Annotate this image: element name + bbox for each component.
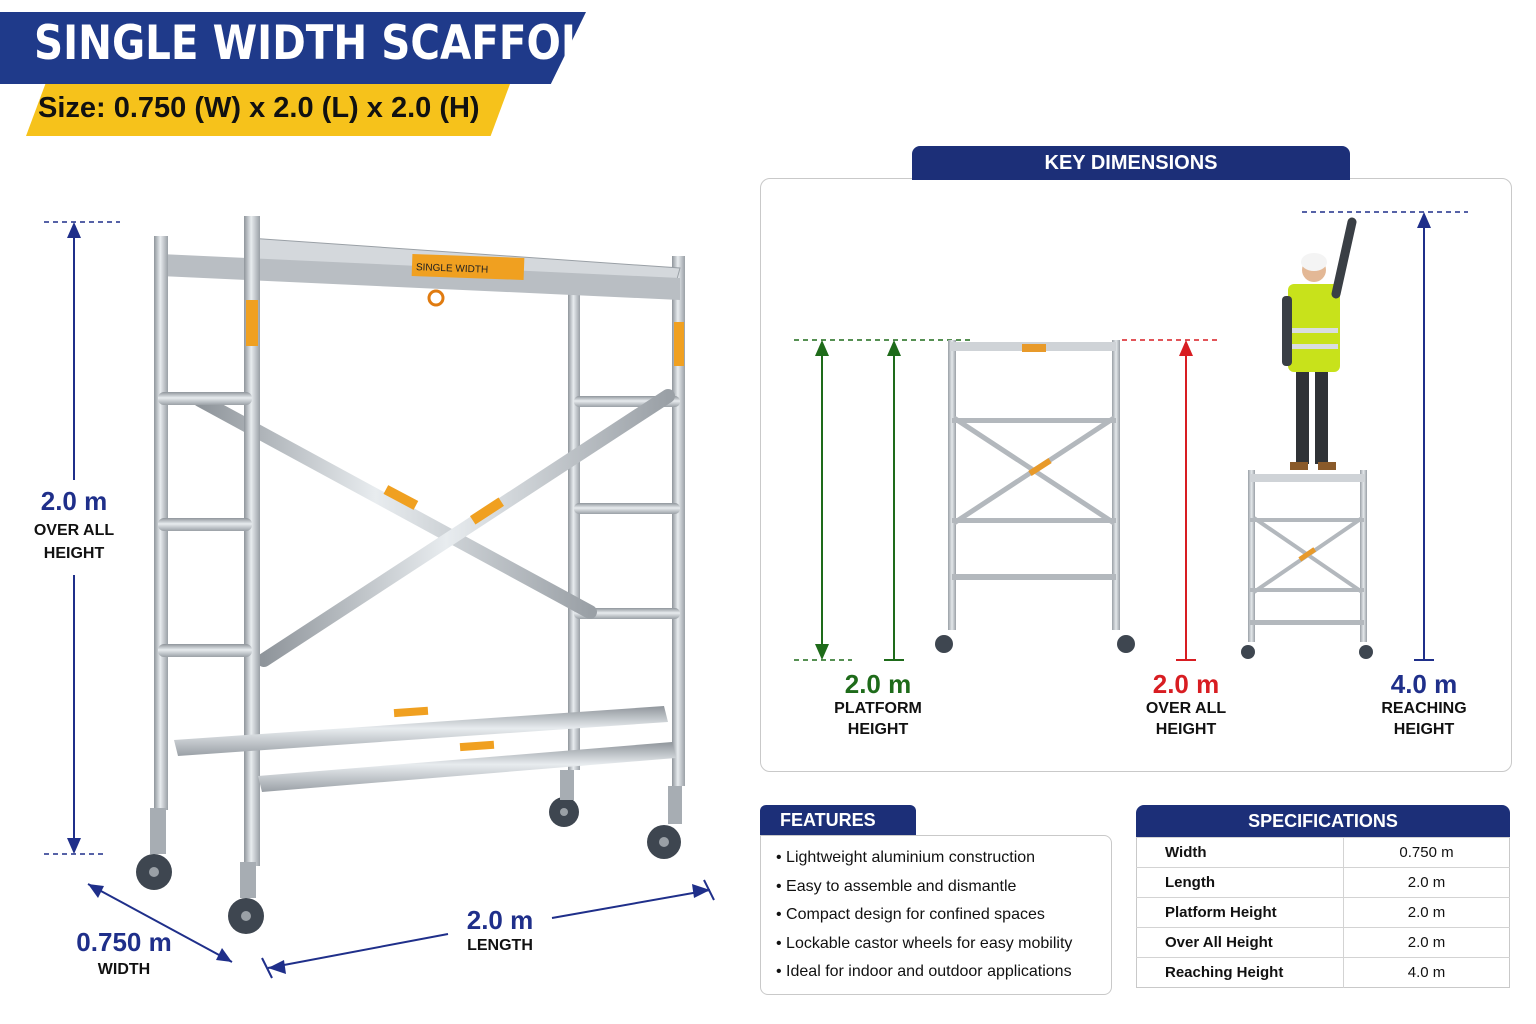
spec-value: 0.750 m [1343,837,1510,868]
platform-height-value: 2.0 m [844,669,912,699]
feature-item: • Ideal for indoor and outdoor applicati… [776,963,1072,981]
width-value: 0.750 m [76,927,172,957]
scaffold-front-view [935,340,1135,653]
spec-key: Reaching Height [1136,957,1344,988]
platform-sticker: SINGLE WIDTH [416,262,489,276]
height-dimension-line [44,221,120,855]
key-dimensions-panel [760,178,1512,772]
length-value: 2.0 m [466,905,534,935]
spec-value: 2.0 m [1343,867,1510,898]
features-list: • Lightweight aluminium construction • E… [776,846,1072,989]
features-panel [760,835,1112,995]
length-dimension-line [261,879,715,979]
reaching-height-line [1302,211,1468,661]
spec-value: 4.0 m [1343,957,1510,988]
title-banner [0,12,586,84]
reaching-height-value: 4.0 m [1390,669,1458,699]
scaffold-illustration: SINGLE WIDTH [44,216,715,979]
width-label: WIDTH [97,961,151,978]
page-title: SINGLE WIDTH SCAFFOLD [34,16,621,71]
platform-height-line [794,339,972,661]
table-row: Platform Height 2.0 m [1136,897,1510,928]
height-label-line2: HEIGHT [43,545,105,562]
overall-height-label-line1: OVER ALL [1145,700,1227,717]
reaching-height-label-line2: HEIGHT [1393,721,1455,738]
size-banner [26,84,510,136]
spec-value: 2.0 m [1343,897,1510,928]
platform-height-label-line2: HEIGHT [847,721,909,738]
table-row: Reaching Height 4.0 m [1136,957,1510,988]
width-dimension-line [87,883,233,963]
scaffold-frame: SINGLE WIDTH [136,216,685,934]
length-label: LENGTH [467,937,533,954]
height-label-line1: OVER ALL [33,522,115,539]
feature-item: • Compact design for confined spaces [776,906,1045,924]
spec-key: Platform Height [1136,897,1344,928]
table-row: Length 2.0 m [1136,867,1510,898]
key-dimensions-diagram [794,211,1468,661]
size-subtitle: Size: 0.750 (W) x 2.0 (L) x 2.0 (H) [38,92,480,124]
spec-key: Over All Height [1136,927,1344,958]
feature-item: • Lockable castor wheels for easy mobili… [776,934,1073,952]
height-value: 2.0 m [40,486,108,516]
spec-value: 2.0 m [1343,927,1510,958]
feature-item: • Easy to assemble and dismantle [776,877,1017,895]
table-row: Width 0.750 m [1136,837,1510,868]
specifications-table: Width 0.750 m Length 2.0 m Platform Heig… [1136,837,1510,988]
overall-height-line [1122,339,1220,661]
overall-height-value: 2.0 m [1152,669,1220,699]
spec-key: Length [1136,867,1344,898]
feature-item: • Lightweight aluminium construction [776,849,1036,866]
key-dimensions-title: KEY DIMENSIONS [912,146,1350,180]
reaching-height-label-line1: REACHING [1381,700,1467,717]
spec-key: Width [1136,837,1344,868]
features-title: FEATURES [760,805,916,835]
specifications-title: SPECIFICATIONS [1136,805,1510,837]
scaffold-with-worker [1241,217,1373,659]
platform-height-label-line1: PLATFORM [834,700,922,717]
overall-height-label-line2: HEIGHT [1155,721,1217,738]
table-row: Over All Height 2.0 m [1136,927,1510,958]
